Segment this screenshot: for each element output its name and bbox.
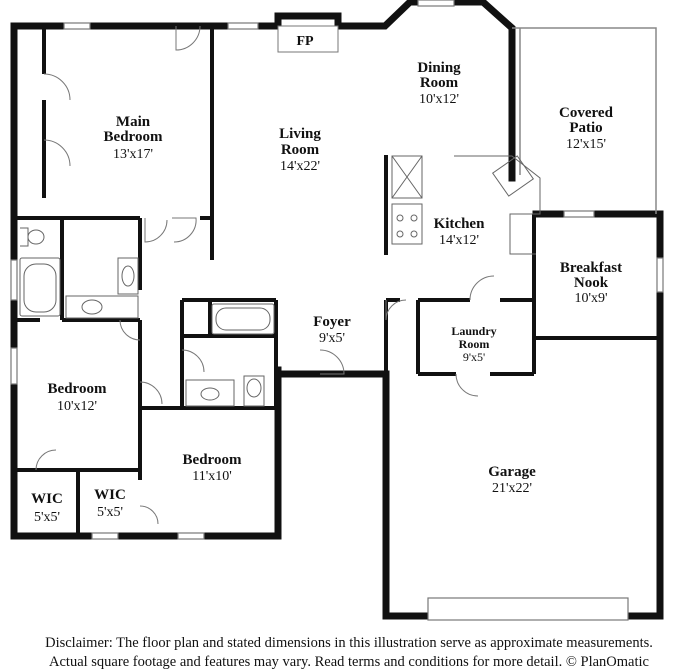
foyer-name: Foyer — [313, 314, 351, 330]
room-label-breakfast-nook: Breakfast Nook 10'x9' — [560, 260, 622, 306]
fireplace — [277, 25, 339, 53]
room-label-living-room: Living Room 14'x22' — [279, 126, 321, 174]
fixtures — [19, 155, 541, 407]
living-room-name-line2: Room — [281, 142, 320, 158]
breakfast-nook-name-line2: Nook — [574, 275, 609, 291]
room-label-dining-room: Dining Room 10'x12' — [417, 60, 461, 107]
fireplace-label: FP — [296, 34, 314, 49]
main-bedroom-dim: 13'x17' — [113, 147, 153, 162]
bedroom-left-dim: 10'x12' — [57, 399, 97, 414]
dining-room-name-line2: Room — [420, 75, 459, 91]
room-label-kitchen: Kitchen 14'x12' — [434, 216, 485, 248]
windows — [10, 0, 664, 621]
floor-plan: Main Bedroom 13'x17' Living Room 14'x22'… — [10, 0, 664, 621]
kitchen-dim: 14'x12' — [439, 233, 479, 248]
bedroom-center-name: Bedroom — [183, 452, 242, 468]
garage-name: Garage — [488, 464, 536, 480]
main-bedroom-name-line2: Bedroom — [104, 129, 163, 145]
bedroom-center-dim: 11'x10' — [192, 469, 232, 484]
disclaimer-line-2: Actual square footage and features may v… — [49, 654, 649, 670]
wic-left-dim: 5'x5' — [34, 510, 60, 525]
room-label-main-bedroom: Main Bedroom 13'x17' — [104, 114, 163, 162]
room-label-wic-right: WIC 5'x5' — [94, 487, 126, 520]
kitchen-name: Kitchen — [434, 216, 485, 232]
breakfast-nook-name-line1: Breakfast — [560, 260, 622, 276]
room-label-foyer: Foyer 9'x5' — [313, 314, 351, 346]
laundry-room-name-line2: Room — [459, 337, 490, 351]
garage-dim: 21'x22' — [492, 481, 532, 496]
wic-left-name: WIC — [31, 491, 63, 507]
covered-patio-dim: 12'x15' — [566, 137, 606, 152]
laundry-room-name-line1: Laundry — [451, 324, 496, 338]
wic-right-dim: 5'x5' — [97, 505, 123, 520]
wic-right-name: WIC — [94, 487, 126, 503]
covered-patio-name-line2: Patio — [569, 120, 602, 136]
living-room-dim: 14'x22' — [280, 159, 320, 174]
foyer-dim: 9'x5' — [319, 331, 345, 346]
room-label-garage: Garage 21'x22' — [488, 464, 536, 496]
main-bedroom-name-line1: Main — [116, 114, 151, 130]
room-label-laundry-room: Laundry Room 9'x5' — [451, 324, 496, 364]
dining-room-dim: 10'x12' — [419, 92, 459, 107]
room-label-wic-left: WIC 5'x5' — [31, 491, 63, 525]
disclaimer-line-1: Disclaimer: The floor plan and stated di… — [45, 635, 653, 651]
room-label-covered-patio: Covered Patio 12'x15' — [559, 105, 614, 152]
walls — [10, 0, 664, 620]
doors — [35, 25, 495, 525]
bedroom-left-name: Bedroom — [48, 381, 107, 397]
covered-patio-name-line1: Covered — [559, 105, 614, 121]
patio-outline — [512, 27, 657, 214]
interior-walls — [14, 26, 660, 536]
dining-room-name-line1: Dining — [417, 60, 461, 76]
room-label-bedroom-left: Bedroom 10'x12' — [48, 381, 107, 414]
breakfast-nook-dim: 10'x9' — [574, 291, 607, 306]
living-room-name-line1: Living — [279, 126, 321, 142]
room-label-bedroom-center: Bedroom 11'x10' — [183, 452, 242, 484]
laundry-room-dim: 9'x5' — [463, 350, 485, 364]
disclaimer: Disclaimer: The floor plan and stated di… — [0, 634, 698, 672]
